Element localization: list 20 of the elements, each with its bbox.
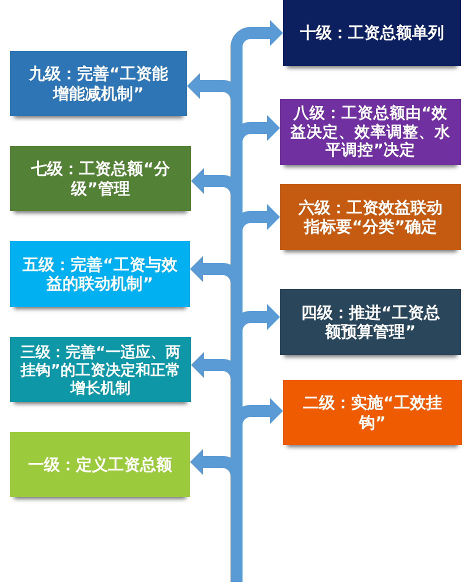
- level-text: 二级：实施“工效挂钩”: [302, 393, 443, 432]
- level-box: [280, 184, 461, 250]
- level-text: 三级：完善“一适应、两挂钩”的工资决定和正常增长机制: [19, 342, 182, 396]
- level-box: [10, 51, 187, 116]
- level-box: [280, 99, 461, 165]
- level-text: 五级：完善“工资与效益的联动机制”: [22, 254, 178, 294]
- level-box: [10, 337, 191, 402]
- level-text: 一级：定义工资总额: [28, 454, 172, 474]
- level-text: 八级：工资总额由“效益决定、效率调整、水平调控”决定: [290, 104, 452, 160]
- level-box: [10, 241, 190, 307]
- level-text: 四级：推进“工资总额预算管理”: [300, 302, 441, 342]
- level-text: 九级：完善“工资能增能减机制”: [28, 64, 169, 103]
- level-text: 六级：工资效益联动指标要“分类”确定: [297, 198, 444, 236]
- level-box: [10, 146, 191, 211]
- level-box: [283, 380, 462, 445]
- level-text: 七级：工资总额“分级”管理: [30, 159, 171, 198]
- level-text: 十级：工资总额单列: [300, 23, 444, 43]
- level-box: [283, 0, 461, 66]
- level-box: [10, 432, 190, 497]
- level-box: [280, 289, 461, 355]
